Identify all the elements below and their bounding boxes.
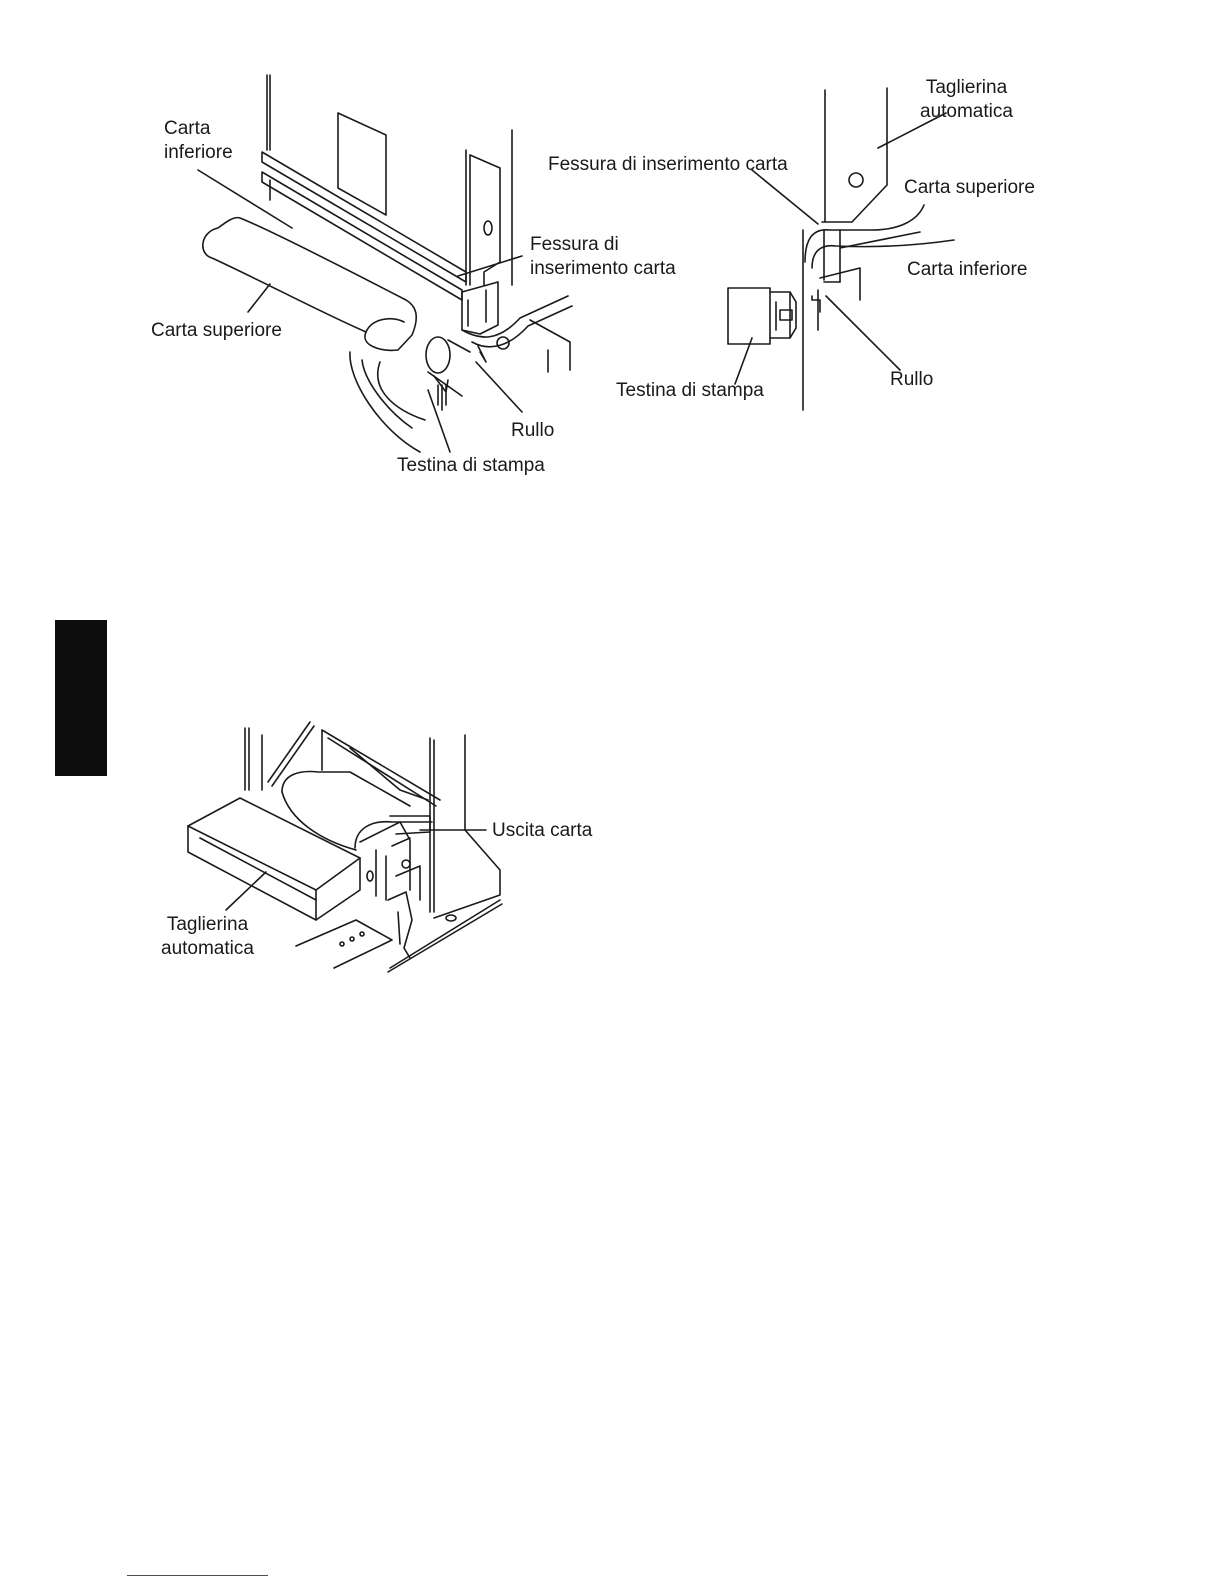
- footer-rule: [127, 1575, 268, 1576]
- label-taglierina-3: Taglierina automatica: [161, 913, 254, 961]
- label-uscita-carta: Uscita carta: [492, 819, 592, 843]
